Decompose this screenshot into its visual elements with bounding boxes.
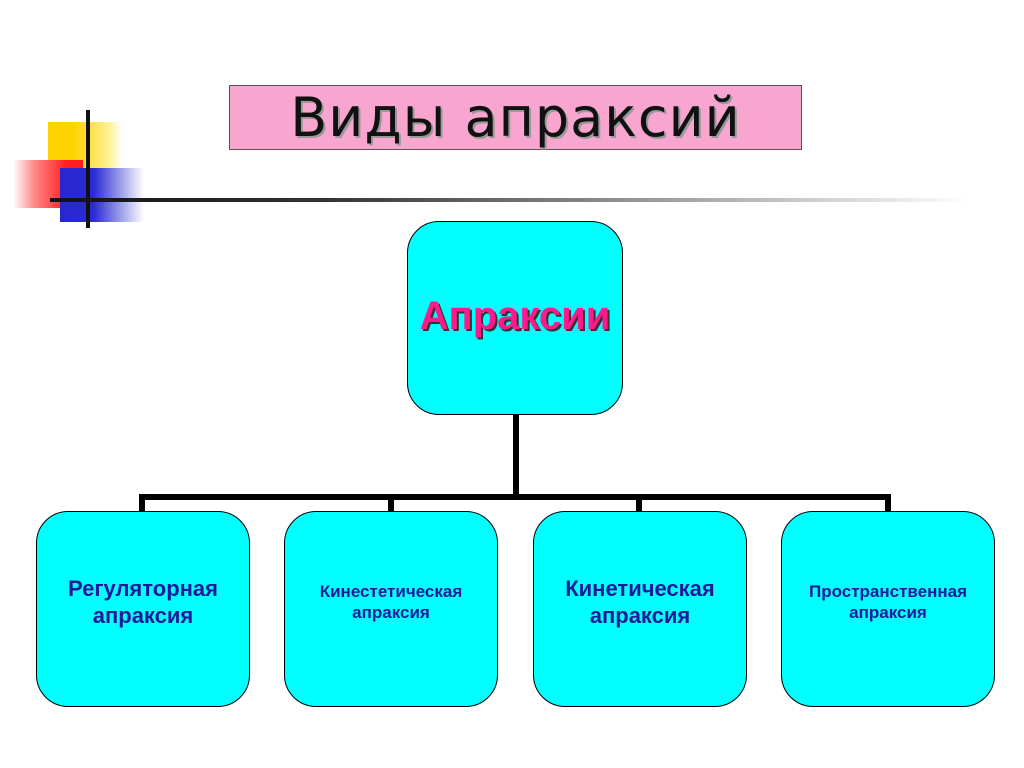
decorative-horizontal-line	[50, 198, 970, 202]
root-node: Апраксии	[407, 221, 623, 415]
child-node-kinetic: Кинетическая апраксия	[533, 511, 747, 707]
decorative-blue-square	[60, 168, 144, 222]
connector-horizontal-bar	[139, 494, 891, 500]
child-node-kinesthetic: Кинестетическая апраксия	[284, 511, 498, 707]
root-node-label: Апраксии	[419, 293, 611, 338]
connector-drop-2	[388, 494, 394, 511]
child-node-label: Кинетическая апраксия	[565, 575, 715, 629]
slide-title: Виды апраксий	[290, 86, 741, 149]
decorative-vertical-line	[86, 110, 90, 228]
connector-drop-3	[636, 494, 642, 511]
connector-root-stem	[513, 415, 519, 499]
title-banner: Виды апраксий	[229, 85, 802, 150]
connector-drop-4	[885, 494, 891, 511]
child-node-label: Кинестетическая апраксия	[319, 581, 463, 622]
connector-drop-1	[139, 494, 145, 511]
child-node-regulatory: Регуляторная апраксия	[36, 511, 250, 707]
child-node-spatial: Пространственная апраксия	[781, 511, 995, 707]
child-node-label: Регуляторная апраксия	[67, 575, 218, 629]
child-node-label: Пространственная апраксия	[808, 581, 968, 622]
